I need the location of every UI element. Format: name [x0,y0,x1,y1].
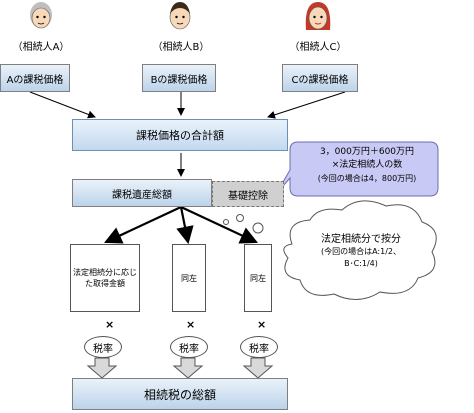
tax-rate-a: 税率 [84,336,122,358]
times-a: × [105,318,115,331]
heir-label-b: （相続人B） [152,42,210,53]
tax-rate-c: 税率 [240,336,278,358]
arrow-c-to-total [267,91,346,119]
tax-value-box-b: Bの課税価格 [142,64,216,92]
split-callout-cloud [283,200,437,300]
heir-avatar-b [167,0,193,34]
thought-dot-small [223,219,229,225]
deduction-callout-shape [275,141,439,197]
total-tax-value-box: 課税価格の合計額 [72,119,288,151]
tax-value-box-a: Aの課税価格 [0,64,70,92]
thought-dot-large [252,222,264,234]
split-callout: 法定相続分で按分 (今回の場合はA:1/2、 B･C:1/4) [296,234,426,270]
thought-dot-mid [236,214,244,222]
arrow-estate-to-share-b [176,206,194,245]
tax-rate-b: 税率 [170,336,208,358]
taxable-estate-box: 課税遺産総額 [72,179,212,207]
deduction-callout-line1: 3，000万円＋600万円 [319,147,415,157]
deduction-callout: 3，000万円＋600万円 ×法定相続人の数 (今回の場合は4，800万円) [300,146,434,185]
split-callout-line1: 法定相続分で按分 [321,234,401,245]
heir-label-a: （相続人A） [12,42,70,53]
split-callout-line2: (今回の場合はA:1/2、 [320,247,402,256]
arrow-estate-to-share-a [104,206,182,244]
heir-avatar-a [28,0,54,34]
times-b: × [186,318,196,331]
tax-value-box-c: Cの課税価格 [282,64,358,92]
share-box-a: 法定相続分に応じた取得金額 [70,244,140,312]
down-arrow-b [172,357,204,379]
arrow-a-to-total [29,91,96,119]
deduction-callout-line2: ×法定相続人の数 [331,160,403,170]
down-arrow-c [242,357,274,379]
down-arrow-a [86,357,118,379]
heir-label-c: （相続人C） [289,42,347,53]
times-c: × [257,318,267,331]
total-inheritance-tax-box: 相続税の総額 [72,378,288,410]
deduction-callout-line3: (今回の場合は4，800万円) [317,174,417,183]
split-callout-line3: B･C:1/4) [344,259,378,268]
heir-avatar-c [304,0,332,34]
basic-deduction-box: 基礎控除 [212,181,284,207]
share-box-c: 同左 [244,244,272,312]
arrow-estate-to-share-c [180,206,258,244]
share-box-b: 同左 [172,244,206,312]
